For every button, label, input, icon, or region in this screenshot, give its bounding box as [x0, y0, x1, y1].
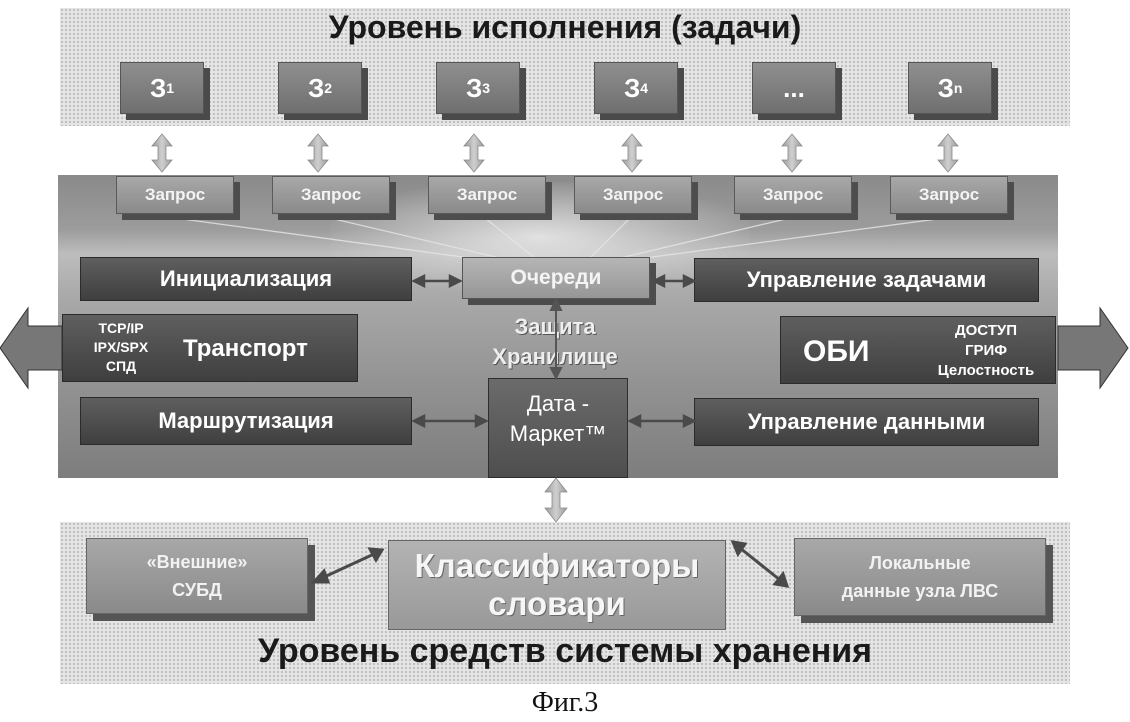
double-arrow-task4 — [622, 134, 642, 172]
double-arrow-taskn — [938, 134, 958, 172]
arrow-queue-tasks — [654, 276, 694, 286]
double-arrow-core-storage — [545, 478, 567, 522]
right-side-arrow — [1058, 308, 1128, 388]
double-arrow-task3 — [464, 134, 484, 172]
arrow-extdb-classifiers — [314, 549, 382, 582]
double-arrow-task5 — [782, 134, 802, 172]
arrow-init-queue — [414, 276, 460, 286]
arrow-queue-datamarket — [551, 300, 561, 378]
double-arrow-task1 — [152, 134, 172, 172]
arrow-route-datamarket — [414, 416, 486, 426]
double-arrow-task2 — [308, 134, 328, 172]
arrow-classifiers-local — [733, 542, 787, 586]
arrow-datamarket-datamgmt — [630, 416, 694, 426]
left-side-arrow — [0, 308, 62, 388]
